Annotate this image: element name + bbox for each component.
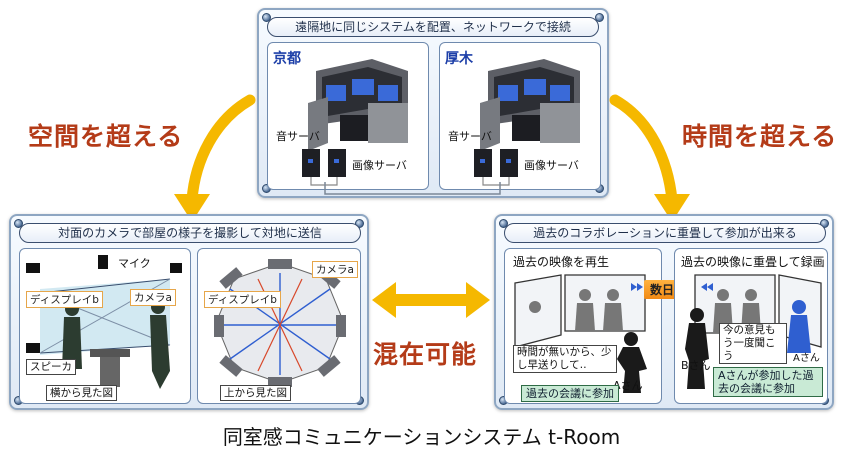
speech-right-text: 今の意見もう一度聞こう: [723, 324, 776, 362]
room-booth-illustration: [480, 59, 580, 151]
left-panel: 対面のカメラで部屋の様子を撮影して対地に送信: [9, 214, 369, 410]
top-panel-banner: 遠隔地に同じシステムを配置、ネットワークで接続: [267, 17, 599, 37]
time-label: 時間を超える: [682, 122, 838, 151]
kyoto-image-server-label: 画像サーバ: [352, 159, 407, 172]
right-panel: 過去のコラボレーションに重畳して参加が出来る 過去の映像を再生 時間が無いから、…: [494, 214, 834, 410]
atsugi-label: 厚木: [445, 51, 473, 67]
right-panel-banner: 過去のコラボレーションに重畳して参加が出来る: [504, 223, 826, 243]
past-playback-view: 過去の映像を再生 時間が無いから、少し早送りして‥ Aさん 過去の会議に参加: [504, 248, 662, 404]
past-playback-illustration: [514, 274, 647, 393]
top-view: カメラa ディスプレイb 上から見た図: [197, 248, 361, 404]
room-booth-illustration: [308, 59, 408, 151]
kyoto-sound-server-label: 音サーバ: [276, 130, 320, 143]
mic-label: マイク: [118, 257, 151, 270]
side-view-caption: 横から見た図: [46, 385, 117, 401]
side-view: マイク ディスプレイb カメラa スピーカ 横から見た図: [19, 248, 191, 404]
overlay-recording-view: 過去の映像に重畳して録画 今の意見もう一度聞こう Bさん Aさん Aさんが参加し…: [674, 248, 828, 404]
kyoto-servers: [302, 149, 346, 186]
person-b-label: Bさん: [681, 359, 711, 372]
play-past-label: 過去の映像を再生: [513, 255, 610, 269]
kyoto-label: 京都: [273, 51, 301, 67]
camera-a-label: カメラa: [130, 289, 176, 306]
a-joined-text: Aさんが参加した過去の会議に参加: [718, 369, 814, 395]
camera-a-label-top: カメラa: [312, 261, 358, 278]
speaker-label: スピーカ: [26, 359, 76, 375]
kyoto-room: 京都 音サーバ 画像サーバ: [267, 42, 429, 190]
atsugi-sound-server-label: 音サーバ: [448, 130, 492, 143]
person-a-label-left: Aさん: [613, 379, 643, 392]
display-b-label-top: ディスプレイb: [204, 291, 281, 308]
display-b-label: ディスプレイb: [26, 291, 103, 308]
atsugi-servers: [474, 149, 518, 186]
space-label: 空間を超える: [28, 122, 184, 151]
overlay-record-label: 過去の映像に重畳して録画: [681, 255, 825, 269]
a-joined-label: Aさんが参加した過去の会議に参加: [713, 367, 823, 397]
join-past-label: 過去の会議に参加: [521, 385, 619, 402]
speech-left-text: 時間が無いから、少し早送りして‥: [517, 346, 612, 371]
atsugi-room: 厚木 音サーバ 画像サーバ: [439, 42, 601, 190]
top-panel: 遠隔地に同じシステムを配置、ネットワークで接続 京都 音サーバ 画像サーバ: [257, 8, 609, 198]
left-panel-banner: 対面のカメラで部屋の様子を撮影して対地に送信: [19, 223, 361, 243]
speech-left: 時間が無いから、少し早送りして‥: [513, 345, 617, 373]
atsugi-image-server-label: 画像サーバ: [524, 159, 579, 172]
mix-label: 混在可能: [373, 340, 478, 369]
figure-caption: 同室感コミュニケーションシステム t-Room: [222, 425, 621, 449]
person-a-label-right: Aさん: [793, 353, 820, 364]
top-view-caption: 上から見た図: [220, 385, 291, 401]
speech-right: 今の意見もう一度聞こう: [719, 323, 787, 364]
